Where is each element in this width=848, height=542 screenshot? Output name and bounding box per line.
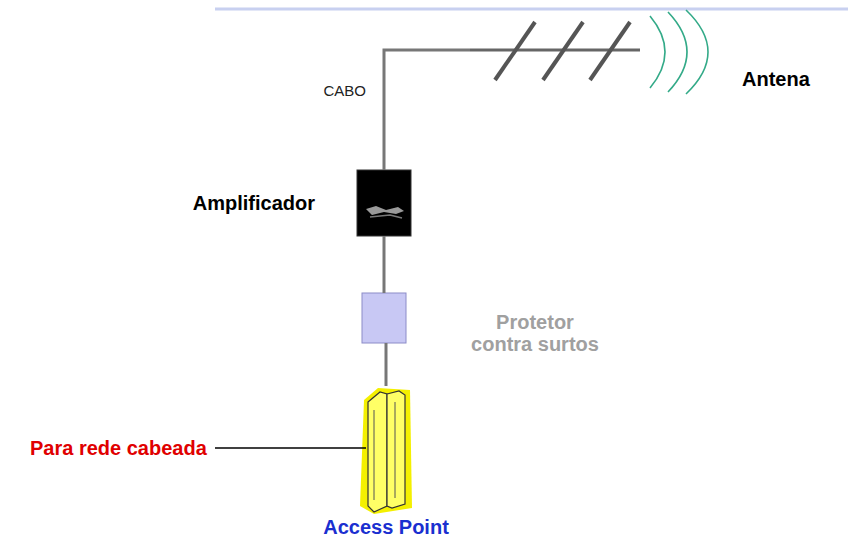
- access-point: Access Point: [359, 386, 413, 514]
- node-label: Access Point: [323, 516, 449, 538]
- network-line: [215, 447, 366, 449]
- cable-label: CABO: [321, 82, 368, 99]
- cable: [384, 50, 470, 170]
- amplifier-drawing: [357, 170, 411, 236]
- cable: [383, 236, 386, 293]
- node-label: Protetor contra surtos: [466, 311, 604, 355]
- amplifier-box: Amplificador: [357, 170, 411, 236]
- antenna-drawing: [470, 10, 708, 94]
- top-rule: [215, 8, 848, 11]
- surge-protector-box: Protetor contra surtos: [362, 293, 406, 343]
- antenna: Antena: [470, 10, 720, 98]
- node-label: Amplificador: [193, 192, 315, 214]
- cable: [385, 343, 388, 386]
- surge-protector-drawing: [362, 293, 406, 343]
- port-label: Para rede cabeada: [30, 437, 207, 459]
- access-point-drawing: [360, 388, 412, 514]
- node-label: Antena: [742, 68, 810, 90]
